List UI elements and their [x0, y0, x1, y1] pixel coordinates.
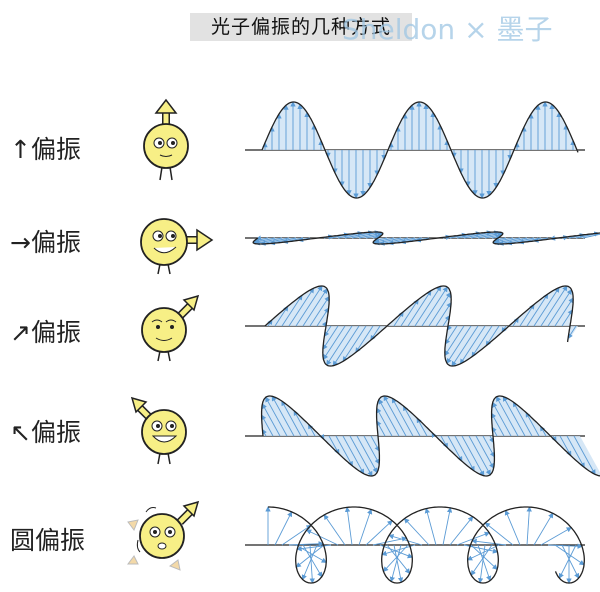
- row-label-diagonal-down: ↖偏振: [10, 418, 81, 447]
- row-label-right: →偏振: [10, 228, 81, 257]
- photon-up-icon: [143, 98, 189, 181]
- photon-right-icon: [140, 218, 214, 275]
- row-label-up: ↑偏振: [10, 135, 81, 164]
- page-title: 光子偏振的几种方式: [190, 13, 412, 41]
- photon-diagonal-up-icon: [141, 294, 200, 362]
- wave-circular-polarization: [245, 506, 585, 584]
- wave-horizontal-polarization: [245, 230, 600, 246]
- photon-diagonal-down-icon: [130, 396, 187, 465]
- wave-diagonal-down-polarization: [245, 395, 600, 477]
- watermark: Sheldon × 墨子: [342, 13, 553, 46]
- wave-vertical-polarization: [245, 101, 585, 199]
- photon-circular-icon: [127, 500, 200, 571]
- row-label-circular: 圆偏振: [10, 526, 86, 555]
- wave-diagonal-up-polarization: [245, 285, 585, 367]
- row-label-diagonal-up: ↗偏振: [10, 318, 81, 347]
